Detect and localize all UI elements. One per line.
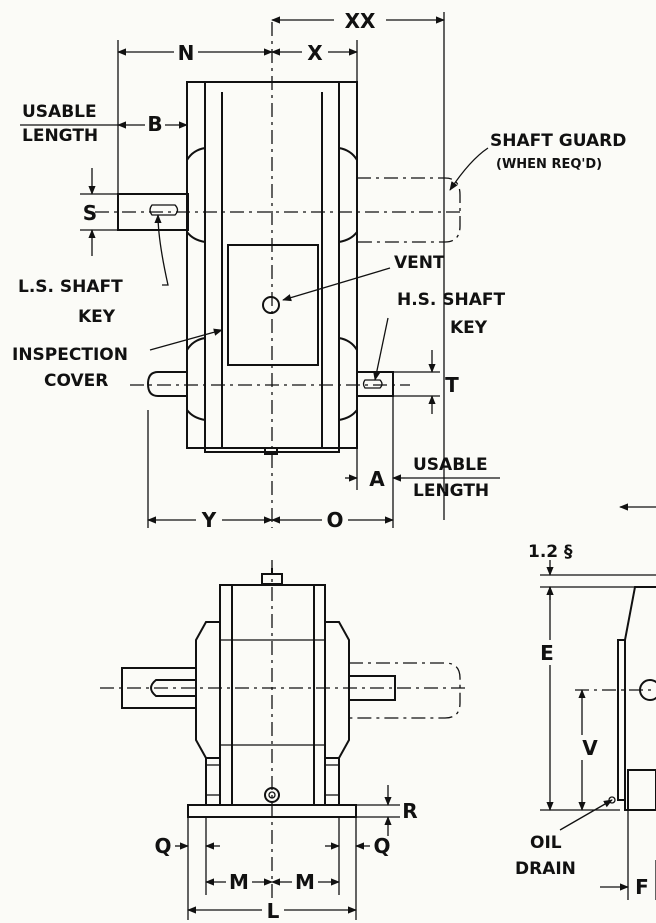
top-view: [20, 10, 500, 530]
label-s: S: [83, 201, 97, 225]
side-view: [540, 503, 656, 900]
vent-label: VENT: [394, 253, 445, 273]
hs-shaft-right: [356, 371, 394, 397]
hs-shaft-label-1: H.S. SHAFT: [397, 290, 506, 310]
hs-shaft-left: [146, 371, 187, 397]
label-m-right: M: [295, 870, 315, 894]
shaft-guard: [357, 177, 461, 243]
inspection-label-2: COVER: [44, 371, 108, 391]
label-y: Y: [201, 508, 217, 532]
label-q-left: Q: [154, 834, 171, 858]
ls-shaft-label-1: L.S. SHAFT: [18, 277, 123, 297]
label-f: F: [635, 875, 649, 899]
usable-length-top-2: LENGTH: [22, 126, 98, 146]
inspection-label-1: INSPECTION: [12, 345, 128, 365]
inspection-cover: [227, 244, 319, 366]
label-l: L: [267, 899, 280, 923]
front-view: [100, 560, 470, 920]
oil-drain-label-1: OIL: [530, 833, 562, 853]
label-v: V: [582, 736, 598, 760]
label-m-left: M: [229, 870, 249, 894]
usable-length-bottom-2: LENGTH: [413, 481, 489, 501]
label-e: E: [540, 641, 554, 665]
shaft-guard-label: SHAFT GUARD: [490, 131, 626, 151]
label-o: O: [326, 508, 343, 532]
label-x: X: [307, 41, 323, 65]
dimension-1-2: 1.2 §: [528, 542, 573, 562]
ls-shaft: [117, 193, 189, 231]
label-t: T: [445, 373, 459, 397]
label-xx: XX: [345, 9, 376, 33]
label-a: A: [369, 467, 385, 491]
hs-shaft-label-2: KEY: [450, 318, 488, 338]
vent-icon: [262, 296, 280, 314]
label-b: B: [147, 112, 162, 136]
shaft-guard-sublabel: (WHEN REQ'D): [496, 157, 602, 172]
usable-length-bottom-1: USABLE: [413, 455, 488, 475]
oil-drain-label-2: DRAIN: [515, 859, 576, 879]
label-r: R: [402, 799, 417, 823]
usable-length-top-1: USABLE: [22, 102, 97, 122]
label-q-right: Q: [373, 834, 390, 858]
ls-shaft-label-2: KEY: [78, 307, 116, 327]
label-n: N: [178, 41, 195, 65]
